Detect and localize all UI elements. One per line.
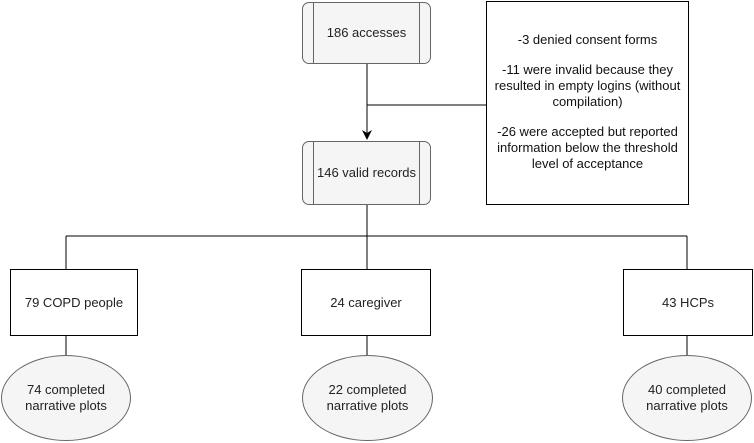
accesses-label: 186 accesses — [326, 25, 407, 40]
exclusion-empty-logins: -11 were invalid because they resulted i… — [494, 62, 681, 109]
valid-records-box: 146 valid records — [302, 141, 431, 205]
result-ellipse-caregiver: 22 completed narrative plots — [302, 355, 433, 441]
group-box-caregiver: 24 caregiver — [301, 269, 431, 336]
valid-records-label: 146 valid records — [317, 165, 416, 180]
group-box-copd: 79 COPD people — [10, 269, 138, 336]
result-ellipse-copd: 74 completed narrative plots — [1, 355, 131, 441]
accesses-box: 186 accesses — [302, 2, 431, 64]
group-label-hcps: 43 HCPs — [661, 294, 715, 310]
result-ellipse-hcps: 40 completed narrative plots — [622, 355, 752, 441]
result-label-caregiver: 22 completed narrative plots — [326, 382, 409, 413]
group-label-copd: 79 COPD people — [24, 294, 124, 310]
group-box-hcps: 43 HCPs — [623, 269, 753, 336]
result-label-hcps: 40 completed narrative plots — [646, 382, 728, 413]
group-label-caregiver: 24 caregiver — [330, 294, 402, 310]
exclusion-consent: -3 denied consent forms — [517, 32, 658, 47]
exclusion-below-threshold: -26 were accepted but reported informati… — [497, 124, 678, 171]
exclusions-box: -3 denied consent forms -11 were invalid… — [486, 1, 689, 205]
result-label-copd: 74 completed narrative plots — [25, 382, 107, 413]
